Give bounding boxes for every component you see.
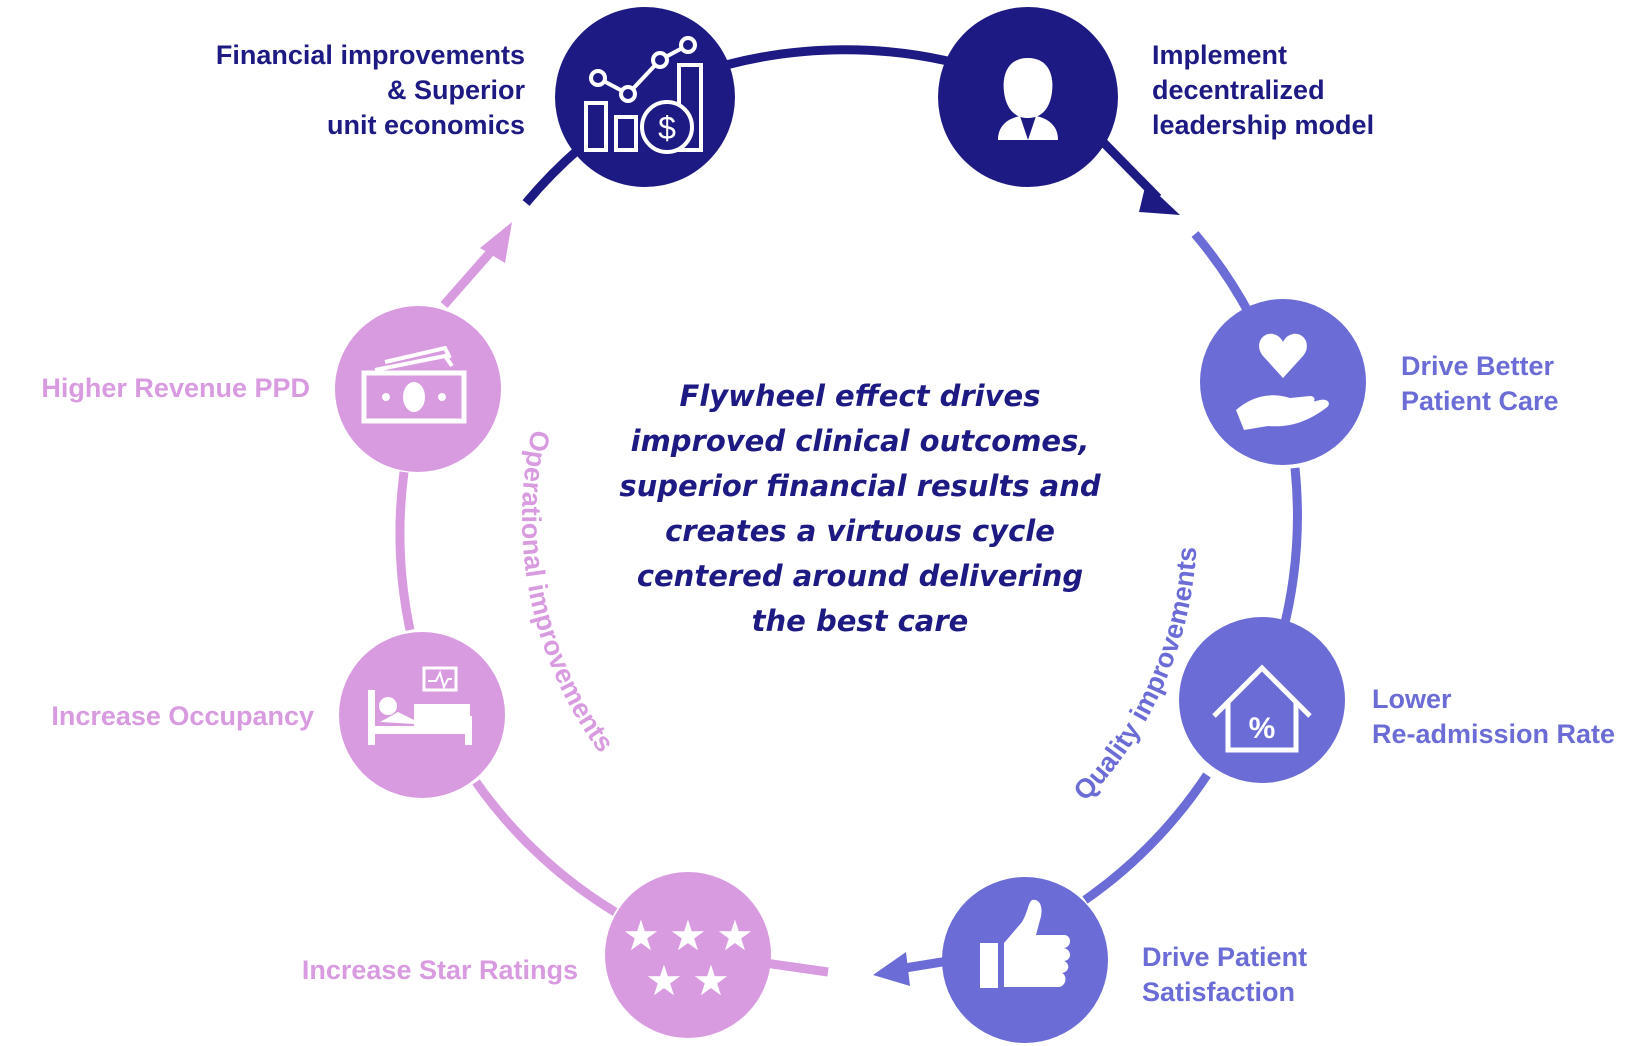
arc-satisfaction-to-arrow	[904, 956, 949, 973]
label-star-ratings: Increase Star Ratings	[301, 955, 578, 985]
arc-readmission-to-satisfaction	[1082, 772, 1211, 904]
svg-text:★: ★	[645, 956, 683, 1005]
label-patient-care: Drive Better Patient Care	[1401, 351, 1559, 416]
node-revenue	[335, 306, 501, 472]
node-financial: $	[555, 7, 735, 187]
label-revenue: Higher Revenue PPD	[41, 373, 310, 403]
svg-text:%: %	[1249, 712, 1276, 745]
arrow-head-leadership	[1139, 183, 1180, 215]
label-financial: Financial improvements & Superior unit e…	[215, 40, 525, 140]
svg-text:★: ★	[622, 911, 660, 960]
thumbs-up-icon	[980, 899, 1070, 988]
arc-occupancy-to-revenue	[395, 471, 415, 631]
hospital-bed-icon	[368, 666, 472, 745]
label-readmission: Lower Re-admission Rate	[1372, 684, 1616, 749]
label-leadership: Implement decentralized leadership model	[1152, 40, 1375, 140]
heart-hand-icon	[1236, 333, 1329, 430]
node-occupancy	[339, 632, 505, 798]
node-star-ratings: ★ ★ ★ ★ ★	[605, 872, 771, 1038]
svg-text:★: ★	[692, 956, 730, 1005]
node-satisfaction	[942, 877, 1108, 1043]
label-occupancy: Increase Occupancy	[51, 701, 314, 731]
businesswoman-icon	[998, 58, 1058, 140]
label-satisfaction: Drive Patient Satisfaction	[1142, 942, 1308, 1007]
arrow-head-revenue	[480, 222, 512, 263]
svg-text:$: $	[658, 110, 676, 146]
arc-revenue-to-arrow	[440, 244, 499, 308]
arc-stars-to-occupancy	[472, 779, 618, 916]
node-readmission: %	[1179, 617, 1345, 783]
svg-text:★: ★	[669, 911, 707, 960]
node-leadership	[938, 7, 1118, 187]
center-statement: Flywheel effect drives improved clinical…	[619, 379, 1101, 638]
arc-to-patient-care	[1191, 231, 1254, 318]
arrow-head-satisfaction	[873, 952, 910, 986]
arc-to-financial	[522, 144, 583, 206]
house-percent-icon: %	[1212, 664, 1312, 753]
arc-patient-care-to-readmission	[1277, 467, 1302, 637]
chart-dollar-icon: $	[584, 36, 703, 154]
cash-icon	[361, 345, 467, 424]
stars-icon: ★ ★ ★ ★ ★	[622, 911, 754, 1005]
svg-text:★: ★	[716, 911, 754, 960]
node-patient-care	[1200, 299, 1366, 465]
